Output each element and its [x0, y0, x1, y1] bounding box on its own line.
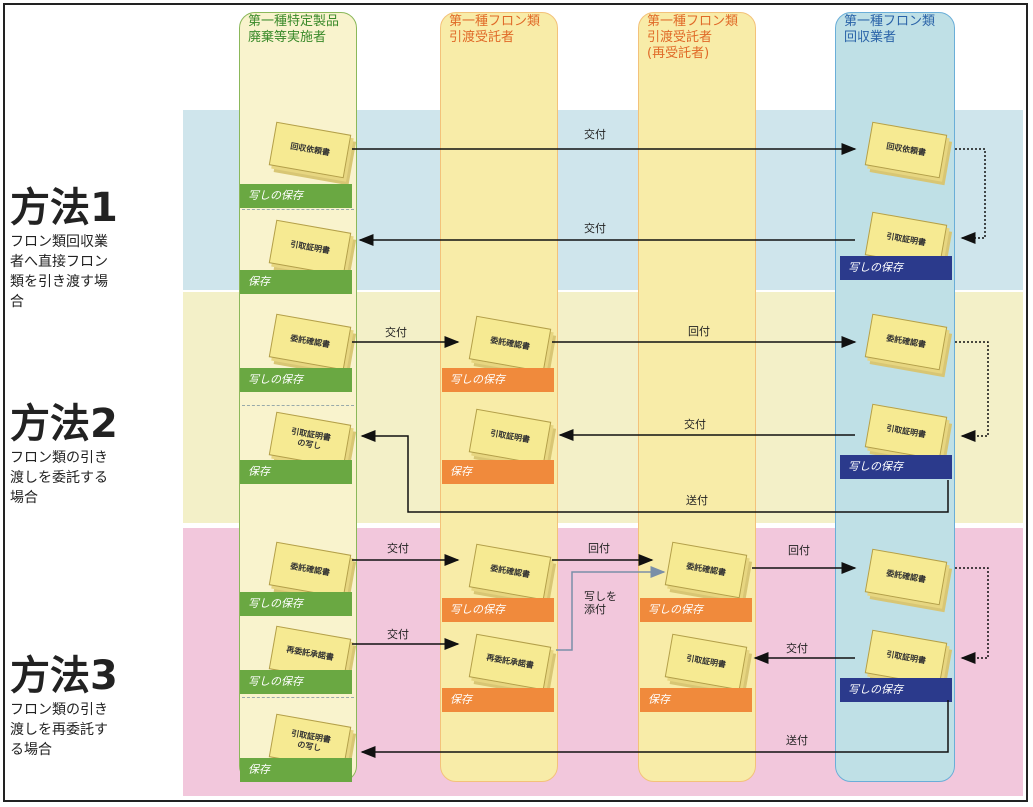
label-deliver: 交付	[387, 628, 409, 641]
label-deliver: 交付	[385, 326, 407, 339]
outer-frame	[3, 3, 1028, 802]
copy-keep-strip: 写しの保存	[240, 368, 352, 392]
copy-keep-strip: 写しの保存	[240, 592, 352, 616]
arrow-m3-attach-copy	[556, 566, 666, 651]
keep-strip: 保存	[442, 688, 554, 712]
method1-description: フロン類回収業 者へ直接フロン 類を引き渡す場 合	[10, 234, 108, 310]
label-send: 送付	[786, 734, 808, 747]
label-forward: 回付	[788, 544, 810, 557]
label-deliver: 交付	[786, 642, 808, 655]
keep-strip: 保存	[442, 460, 554, 484]
method3-description: フロン類の引き 渡しを再委託す る場合	[10, 702, 108, 758]
method1-label: 方法1 フロン類回収業 者へ直接フロン 類を引き渡す場 合	[10, 186, 118, 312]
label-forward: 回付	[588, 542, 610, 555]
column-header-transfer-trustee: 第一種フロン類 引渡受託者	[449, 14, 541, 45]
keep-strip: 保存	[240, 758, 352, 782]
section-divider	[242, 209, 354, 210]
column-header-collector: 第一種フロン類 回収業者	[844, 14, 936, 45]
label-deliver: 交付	[684, 418, 706, 431]
section-divider	[242, 697, 354, 698]
copy-keep-strip: 写しの保存	[840, 455, 952, 479]
arrow-m2-send	[360, 430, 949, 513]
copy-keep-strip: 写しの保存	[240, 670, 352, 694]
method3-label: 方法3 フロン類の引き 渡しを再委託す る場合	[10, 654, 118, 760]
method2-description: フロン類の引き 渡しを委託する 場合	[10, 450, 108, 506]
arrow-m1-internal	[955, 148, 986, 244]
copy-keep-strip: 写しの保存	[442, 598, 554, 622]
label-send: 送付	[686, 494, 708, 507]
column-header-re-trustee: 第一種フロン類 引渡受託者 (再受託者)	[647, 14, 739, 61]
copy-keep-strip: 写しの保存	[840, 678, 952, 702]
keep-strip: 保存	[240, 270, 352, 294]
method1-title: 方法1	[10, 185, 118, 231]
label-deliver: 交付	[584, 128, 606, 141]
method3-title: 方法3	[10, 653, 118, 699]
arrow-m3-send	[360, 700, 949, 758]
label-deliver: 交付	[387, 542, 409, 555]
label-attach-copy: 写しを 添付	[584, 590, 617, 616]
label-forward: 回付	[688, 325, 710, 338]
method2-label: 方法2 フロン類の引き 渡しを委託する 場合	[10, 402, 118, 508]
copy-keep-strip: 写しの保存	[840, 256, 952, 280]
section-divider	[242, 405, 354, 406]
copy-keep-strip: 写しの保存	[640, 598, 752, 622]
method2-title: 方法2	[10, 401, 118, 447]
copy-keep-strip: 写しの保存	[240, 184, 352, 208]
keep-strip: 保存	[240, 460, 352, 484]
label-deliver: 交付	[584, 222, 606, 235]
arrow-m3-internal	[955, 567, 989, 664]
copy-keep-strip: 写しの保存	[442, 368, 554, 392]
column-header-disposer: 第一種特定製品 廃棄等実施者	[248, 14, 340, 45]
arrow-m2-internal	[955, 341, 989, 442]
keep-strip: 保存	[640, 688, 752, 712]
